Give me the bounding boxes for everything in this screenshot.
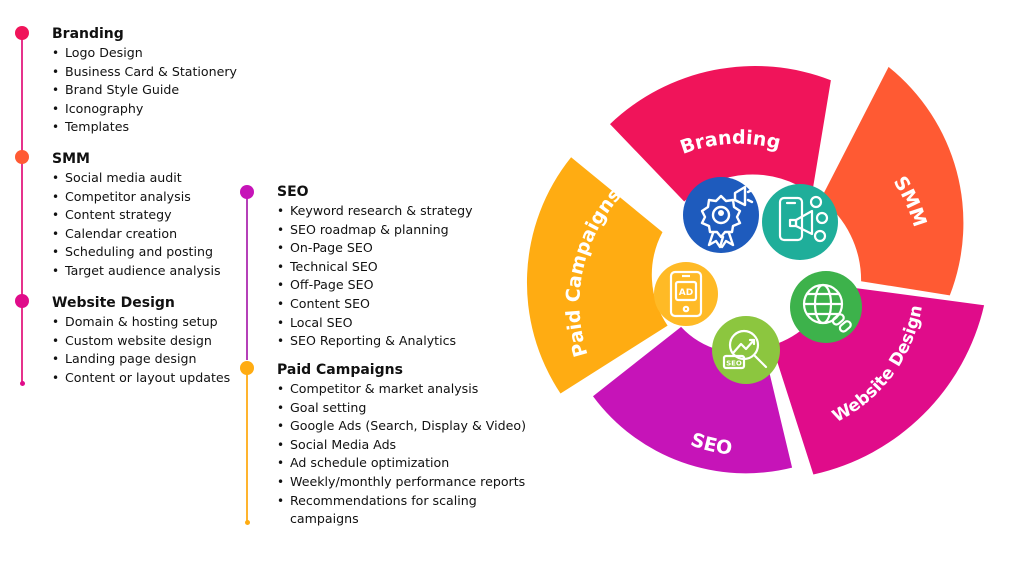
segment-paid-campaigns [526,157,668,394]
section-website-design: Website Design Domain & hosting setup Cu… [52,294,230,387]
timeline-dot-paid [240,361,254,375]
segment-smm [820,66,964,296]
section-seo: SEO Keyword research & strategy SEO road… [277,183,473,351]
timeline-line-seo [246,192,248,360]
section-branding: Branding Logo Design Business Card & Sta… [52,25,237,137]
list-item: Templates [52,118,237,137]
timeline-line-paid [246,368,248,523]
timeline-dot-seo [240,185,254,199]
list-item: SEO roadmap & planning [277,221,473,240]
timeline-end-dot-paid [245,520,250,525]
globe-link-icon [790,271,862,343]
section-smm: SMM Social media audit Competitor analys… [52,150,221,281]
timeline-line-left [21,33,23,383]
seo-icon-text: SEO [726,360,742,368]
list-item: Target audience analysis [52,262,221,281]
list-item: Business Card & Stationery [52,63,237,82]
list-smm: Social media audit Competitor analysis C… [52,169,221,281]
list-item: Custom website design [52,332,230,351]
list-item: Social Media Ads [277,436,526,455]
list-item: Brand Style Guide [52,81,237,100]
list-item: Scheduling and posting [52,243,221,262]
section-title-seo: SEO [277,184,309,200]
timeline-dot-branding [15,26,29,40]
list-item: Recommendations for scaling campaigns [277,492,505,529]
segment-branding [610,66,831,202]
list-branding: Logo Design Business Card & Stationery B… [52,44,237,137]
phone-ad-icon: AD [654,262,718,326]
list-seo: Keyword research & strategy SEO roadmap … [277,202,473,351]
list-item: Iconography [52,100,237,119]
phone-megaphone-icon [762,184,838,260]
ad-icon-text: AD [679,288,693,298]
list-item: Competitor analysis [52,188,221,207]
list-item: Weekly/monthly performance reports [277,473,526,492]
list-item: Content strategy [52,206,221,225]
timeline-dot-smm [15,150,29,164]
list-website-design: Domain & hosting setup Custom website de… [52,313,230,387]
list-item: SEO Reporting & Analytics [277,332,473,351]
list-item: Content or layout updates [52,369,230,388]
list-item: Ad schedule optimization [277,454,526,473]
list-item: Domain & hosting setup [52,313,230,332]
section-title-branding: Branding [52,26,124,42]
list-item: Off-Page SEO [277,276,473,295]
list-item: Content SEO [277,295,473,314]
list-item: Landing page design [52,350,230,369]
award-megaphone-icon [683,177,759,253]
seo-magnifier-icon: SEO [712,316,780,384]
timeline-end-dot-left [20,381,25,386]
timeline-dot-website [15,294,29,308]
services-wheel: Branding SMM Website Design SEO Paid Cam… [526,66,985,475]
list-item: Goal setting [277,399,526,418]
list-item: On-Page SEO [277,239,473,258]
section-title-website-design: Website Design [52,295,175,311]
list-item: Calendar creation [52,225,221,244]
list-paid-campaigns: Competitor & market analysis Goal settin… [277,380,526,529]
list-item: Technical SEO [277,258,473,277]
list-item: Google Ads (Search, Display & Video) [277,417,526,436]
section-title-paid-campaigns: Paid Campaigns [277,362,403,378]
list-item: Local SEO [277,314,473,333]
list-item: Competitor & market analysis [277,380,526,399]
list-item: Logo Design [52,44,237,63]
section-paid-campaigns: Paid Campaigns Competitor & market analy… [277,361,526,529]
section-title-smm: SMM [52,151,90,167]
list-item: Keyword research & strategy [277,202,473,221]
list-item: Social media audit [52,169,221,188]
